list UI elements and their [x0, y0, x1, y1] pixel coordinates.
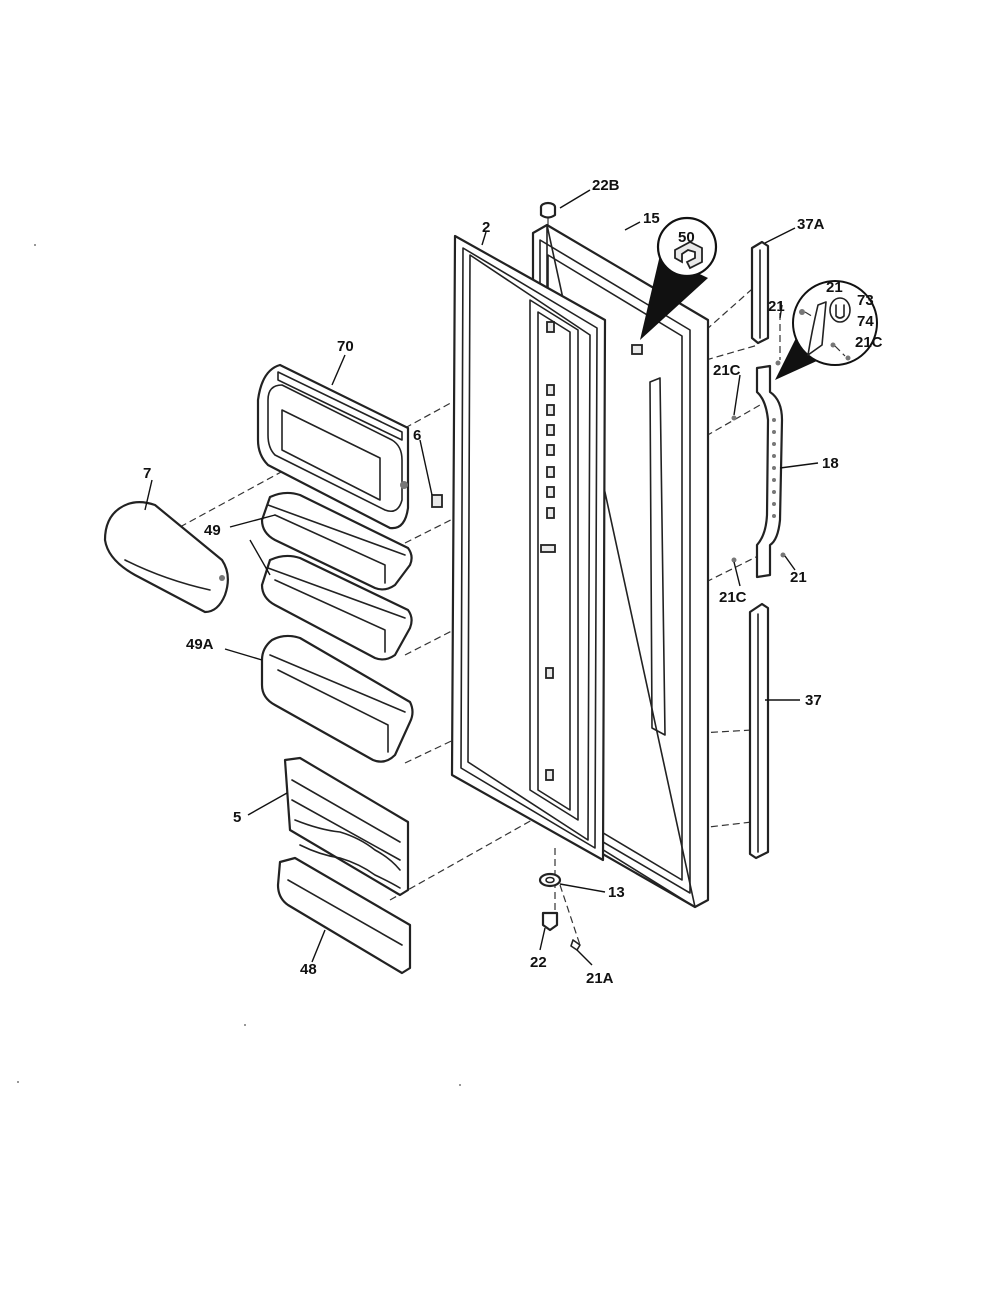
label-7: 7: [143, 465, 151, 482]
label-21C-upper: 21C: [713, 362, 741, 379]
label-13: 13: [608, 884, 625, 901]
callout-labels: 22B 15 2 50 37A 21 21 73 74 21C 21C 70 6…: [143, 177, 883, 987]
label-22: 22: [530, 954, 547, 971]
bottom-door-bin: [276, 856, 412, 975]
label-21A: 21A: [586, 970, 614, 987]
handle-grip-dots: [772, 418, 776, 518]
door-liner: [450, 234, 607, 862]
label-15: 15: [643, 210, 660, 227]
door-bin-middle: [260, 554, 413, 661]
label-2: 2: [482, 219, 490, 236]
dairy-door: [103, 501, 229, 614]
clip-inset: [640, 216, 718, 340]
scan-specks: [17, 244, 461, 1086]
label-70: 70: [337, 338, 354, 355]
label-21-top: 21: [768, 298, 785, 315]
label-50: 50: [678, 229, 695, 246]
label-21-mid: 21: [790, 569, 807, 586]
can-rack: [283, 756, 410, 897]
label-18: 18: [822, 455, 839, 472]
label-21C-inset: 21C: [855, 334, 883, 351]
leader-lines: [144, 189, 819, 966]
label-21-inset: 21: [826, 279, 843, 296]
label-6: 6: [413, 427, 421, 444]
lower-trim-strip: [748, 602, 770, 860]
label-37A: 37A: [797, 216, 825, 233]
label-37: 37: [805, 692, 822, 709]
label-74: 74: [857, 313, 874, 330]
hinge-bushing: [541, 911, 559, 932]
door-handle: [731, 360, 786, 579]
dairy-compartment: [256, 363, 410, 530]
label-73: 73: [857, 292, 874, 309]
upper-trim-strip: [750, 240, 770, 345]
shelf-stop-pegs: [540, 321, 556, 781]
label-21C-lower: 21C: [719, 589, 747, 606]
label-48: 48: [300, 961, 317, 978]
label-22B: 22B: [592, 177, 620, 194]
handle-hinge-inset: [775, 280, 878, 380]
door-clip-part: [631, 344, 643, 355]
hinge-washer: [538, 872, 562, 888]
label-5: 5: [233, 809, 241, 826]
door-bin-upper: [260, 491, 413, 591]
label-49: 49: [204, 522, 221, 539]
label-49A: 49A: [186, 636, 214, 653]
dairy-hinge-clip: [431, 494, 443, 508]
top-hinge-bushing: [539, 201, 557, 219]
